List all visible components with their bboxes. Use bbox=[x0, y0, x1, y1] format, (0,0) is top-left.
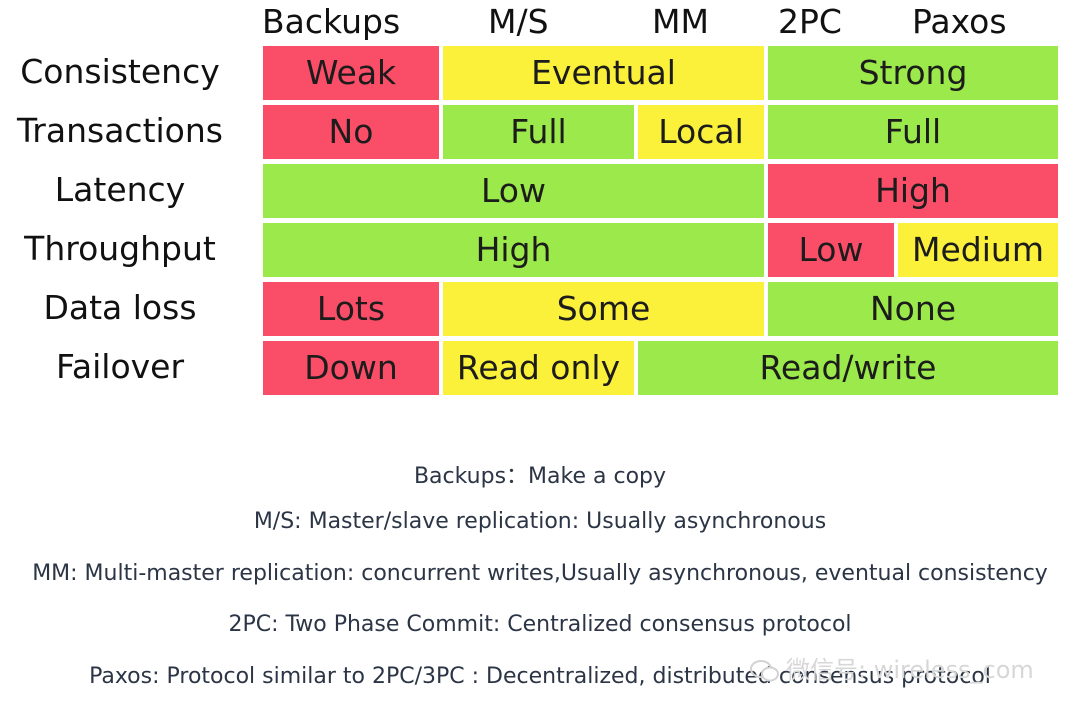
wechat-icon bbox=[750, 660, 779, 682]
cell-consistency-strong: Strong bbox=[768, 46, 1058, 100]
cell-failover-read-only: Read only bbox=[443, 341, 634, 395]
row-header-throughput: Throughput bbox=[24, 229, 216, 268]
watermark: 微信号: wireless_com bbox=[750, 652, 1060, 688]
cell-failover-read-write: Read/write bbox=[638, 341, 1058, 395]
column-header-paxos: Paxos bbox=[912, 2, 1007, 41]
cell-data-loss-lots: Lots bbox=[263, 282, 439, 336]
watermark-text: 微信号: wireless_com bbox=[786, 656, 1034, 684]
legend-2pc: 2PC: Two Phase Commit: Centralized conse… bbox=[228, 612, 852, 637]
cell-consistency-eventual: Eventual bbox=[443, 46, 764, 100]
cell-consistency-weak: Weak bbox=[263, 46, 439, 100]
legend-mm: MM: Multi-master replication: concurrent… bbox=[32, 561, 1048, 586]
cell-data-loss-some: Some bbox=[443, 282, 764, 336]
cell-transactions-full: Full bbox=[443, 105, 634, 159]
cell-data-loss-none: None bbox=[768, 282, 1058, 336]
cell-transactions-local: Local bbox=[638, 105, 764, 159]
column-header-ms: M/S bbox=[488, 2, 549, 41]
legend-ms: M/S: Master/slave replication: Usually a… bbox=[253, 509, 827, 534]
cell-transactions-no: No bbox=[263, 105, 439, 159]
column-header-backups: Backups bbox=[262, 2, 401, 41]
column-header-mm: MM bbox=[652, 2, 709, 41]
cell-failover-down: Down bbox=[263, 341, 439, 395]
cell-latency-low: Low bbox=[263, 164, 764, 218]
row-header-consistency: Consistency bbox=[20, 52, 220, 91]
row-header-failover: Failover bbox=[55, 347, 185, 386]
cell-throughput-low: Low bbox=[768, 223, 894, 277]
cell-transactions-full-2: Full bbox=[768, 105, 1058, 159]
column-header-2pc: 2PC bbox=[778, 2, 842, 41]
row-header-latency: Latency bbox=[54, 170, 186, 209]
row-header-transactions: Transactions bbox=[17, 111, 223, 150]
cell-throughput-high: High bbox=[263, 223, 764, 277]
legend-backups: Backups：Make a copy bbox=[413, 464, 667, 489]
cell-throughput-medium: Medium bbox=[898, 223, 1058, 277]
legend-paxos: Paxos: Protocol similar to 2PC/3PC : Dec… bbox=[89, 664, 991, 689]
row-header-data-loss: Data loss bbox=[43, 288, 197, 327]
cell-latency-high: High bbox=[768, 164, 1058, 218]
